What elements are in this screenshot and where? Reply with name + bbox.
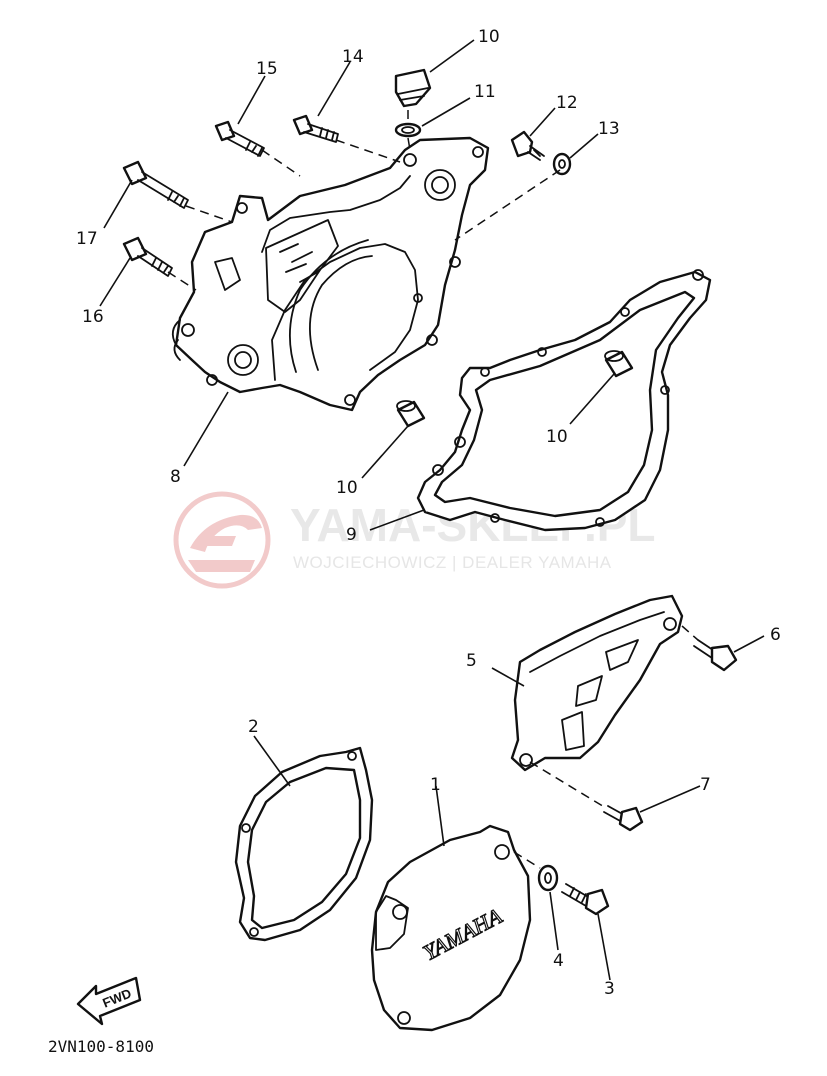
part-4-washer: [537, 864, 559, 892]
part-16-bolt-upper: [214, 120, 265, 157]
callout-7: 7: [700, 775, 711, 795]
part-3-bolt: [561, 883, 610, 916]
part-2-gasket: [234, 746, 374, 942]
callout-9: 9: [346, 525, 357, 545]
part-7-bolt: [603, 805, 644, 832]
part-14-washer: [552, 152, 572, 176]
watermark-logo: [173, 491, 271, 589]
part-5-sprocket-cover: [510, 594, 684, 772]
part-17-bolt: [122, 160, 189, 209]
callout-15: 14: [342, 47, 364, 67]
part-16-bolt-lower: [122, 236, 173, 277]
callout-16-upper: 15: [256, 59, 278, 79]
part-9-gasket: [416, 269, 712, 532]
callout-numbers: 10 11 12 13 14 15 17 16 8 10 10 9 5 6 7 …: [76, 27, 781, 999]
callout-17: 17: [76, 229, 98, 249]
part-10-dowel-pin-upper: [604, 350, 634, 378]
callout-4: 4: [553, 951, 564, 971]
part-10-dowel-pin-lower: [396, 400, 426, 428]
callout-13: 12: [556, 93, 578, 113]
callout-2: 2: [248, 717, 259, 737]
callout-10-upper: 10: [546, 427, 568, 447]
part-13-bolt: [510, 130, 545, 161]
part-6-bolt: [693, 639, 738, 672]
part-15-bolt: [292, 114, 339, 143]
callout-6: 6: [770, 625, 781, 645]
leader-lines: [99, 39, 765, 981]
callout-12: 11: [474, 82, 496, 102]
callout-16-lower: 16: [82, 307, 104, 327]
callout-3: 3: [604, 979, 615, 999]
watermark-subtitle: WOJCIECHOWICZ | DEALER YAMAHA: [293, 553, 612, 572]
callout-8: 8: [170, 467, 181, 487]
diagram-code: 2VN100-8100: [48, 1037, 154, 1056]
callout-10-lower: 10: [336, 478, 358, 498]
fwd-arrow-icon: FWD: [76, 976, 142, 1026]
callout-5: 5: [466, 651, 477, 671]
callout-14: 13: [598, 119, 620, 139]
part-12-o-ring: [394, 122, 422, 138]
part-11-plug: [394, 68, 432, 108]
callout-11: 10: [478, 27, 500, 47]
part-1-ignition-cover: YAMAHA: [370, 824, 532, 1032]
callout-1: 1: [430, 775, 441, 795]
part-8-crankcase-cover: [171, 136, 490, 412]
